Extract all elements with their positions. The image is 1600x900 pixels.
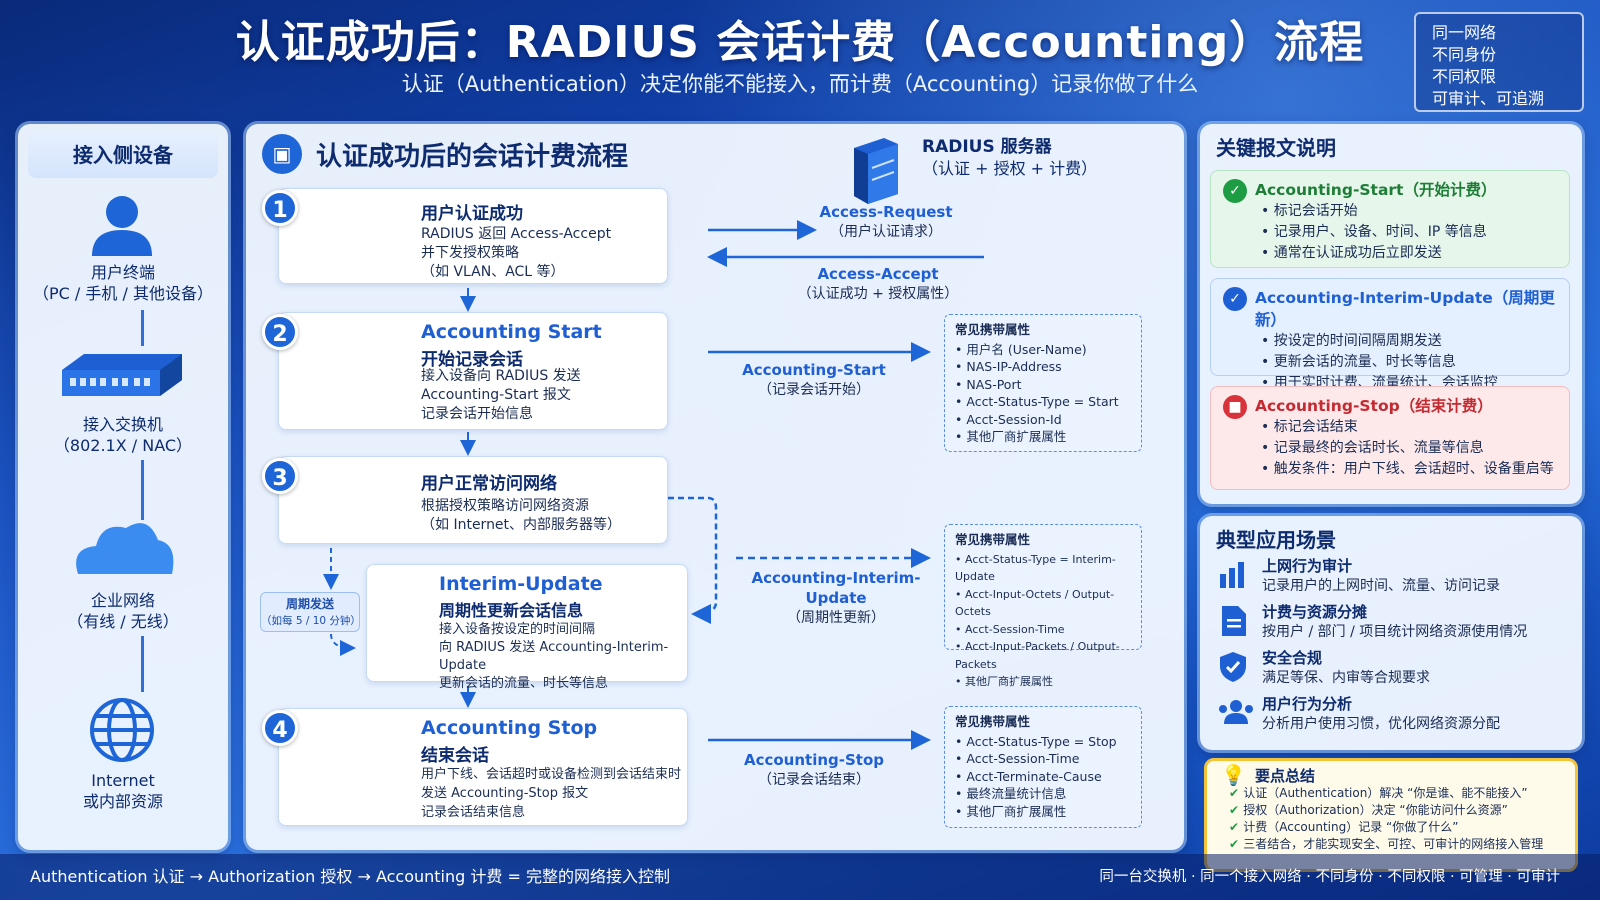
connector-line	[141, 636, 144, 692]
document-icon	[1222, 606, 1246, 636]
message-accounting-stop: Accounting-Stop （记录会话结束）	[743, 751, 885, 788]
check-circle-icon: ✓	[1223, 179, 1247, 203]
tag-line: 不同权限	[1432, 67, 1497, 86]
step-number: 1	[262, 190, 298, 226]
server-icon	[854, 138, 898, 204]
tag-line: 可审计、可追溯	[1432, 89, 1545, 108]
key-packet-start: ✓ Accounting-Start（开始计费） 标记会话开始 记录用户、设备、…	[1210, 170, 1570, 268]
message-accounting-start: Accounting-Start （记录会话开始）	[742, 361, 886, 398]
attr-box-stop: 常见携带属性 Acct-Status-Type = Stop Acct-Sess…	[944, 706, 1142, 828]
switch-icon	[62, 354, 182, 396]
tag-line: 同一网络	[1432, 23, 1497, 42]
globe-icon	[90, 698, 154, 762]
access-devices-panel: 接入侧设备 用户终端 （	[18, 124, 228, 850]
tag-line: 不同身份	[1432, 45, 1497, 64]
radius-server-label: RADIUS 服务器 （认证 + 授权 + 计费）	[922, 137, 1098, 178]
cloud-icon	[76, 523, 174, 574]
device-user-terminal: 用户终端 （PC / 手机 / 其他设备）	[33, 263, 213, 303]
step-2-card: Accounting Start 开始记录会话 接入设备向 RADIUS 发送 …	[278, 312, 668, 430]
user-icon	[92, 196, 152, 256]
step-1-card: 用户认证成功 RADIUS 返回 Access-Accept 并下发授权策略 （…	[278, 188, 668, 284]
users-icon	[1219, 700, 1253, 724]
step-3-card: 用户正常访问网络 根据授权策略访问网络资源 （如 Internet、内部服务器等…	[278, 456, 668, 544]
device-internet: Internet 或内部资源	[82, 771, 163, 811]
footer-right: 同一台交换机 · 同一个接入网络 · 不同身份 · 不同权限 · 可管理 · 可…	[1099, 869, 1560, 885]
interim-update-card: Interim-Update 周期性更新会话信息 接入设备按设定的时间间隔 向 …	[366, 564, 688, 691]
key-packet-stop: ■ Accounting-Stop（结束计费） 标记会话结束 记录最终的会话时长…	[1210, 386, 1570, 490]
shield-icon	[1220, 652, 1246, 682]
key-packet-interim: ✓ Accounting-Interim-Update（周期更新） 按设定的时间…	[1210, 278, 1570, 391]
connector-line	[141, 310, 144, 346]
message-interim-update: Accounting-Interim-Update （周期性更新）	[751, 569, 921, 626]
period-label: 周期发送 （如每 5 / 10 分钟）	[260, 592, 361, 632]
scenario-item: 计费与资源分摊 按用户 / 部门 / 项目统计网络资源使用情况	[1218, 602, 1568, 642]
flow-icon: ▣	[262, 134, 302, 174]
step-4-card: Accounting Stop 结束会话 用户下线、会话超时或设备检测到会话结束…	[278, 708, 688, 826]
device-access-switch: 接入交换机 （802.1X / NAC）	[53, 415, 193, 455]
flow-title: 认证成功后的会话计费流程	[316, 142, 629, 172]
message-access-accept: Access-Accept （认证成功 + 授权属性）	[797, 265, 959, 302]
attr-box-interim: 常见携带属性 Acct-Status-Type = Interim-Update…	[944, 524, 1142, 688]
scenario-item: 上网行为审计 记录用户的上网时间、流量、访问记录	[1218, 556, 1568, 596]
scenarios-panel: 典型应用场景 上网行为审计 记录用户的上网时间、流量、访问记录 计费与资源分摊 …	[1200, 516, 1582, 750]
lightbulb-icon: 💡	[1221, 763, 1246, 787]
page-title: 认证成功后：RADIUS 会话计费（Accounting）流程	[235, 17, 1365, 68]
footer-left: Authentication 认证 → Authorization 授权 → A…	[30, 867, 670, 886]
key-packets-panel: 关键报文说明 ✓ Accounting-Start（开始计费） 标记会话开始 记…	[1200, 124, 1582, 504]
dashed-arrow	[668, 496, 718, 624]
dashed-arrow	[330, 633, 356, 656]
device-icons	[62, 196, 182, 762]
flow-panel: ▣ 认证成功后的会话计费流程	[246, 124, 1184, 850]
stop-icon: ■	[1223, 395, 1247, 419]
check-circle-icon: ✓	[1223, 287, 1247, 311]
step-number: 2	[262, 314, 298, 350]
step-number: 4	[262, 710, 298, 746]
panel-title: 接入侧设备	[28, 132, 218, 178]
page-subtitle: 认证（Authentication）决定你能不能接入，而计费（Accountin…	[401, 72, 1199, 96]
panel-title: 典型应用场景	[1216, 528, 1336, 552]
step-number: 3	[262, 458, 298, 494]
footer-bar: Authentication 认证 → Authorization 授权 → A…	[0, 854, 1600, 900]
scenario-item: 用户行为分析 分析用户使用习惯，优化网络资源分配	[1218, 694, 1568, 734]
bar-chart-icon	[1220, 562, 1244, 588]
device-enterprise-network: 企业网络 （有线 / 无线）	[67, 591, 179, 631]
connector-line	[141, 460, 144, 520]
panel-title: 关键报文说明	[1216, 136, 1336, 160]
scenario-item: 安全合规 满足等保、内审等合规要求	[1218, 648, 1568, 688]
message-access-request: Access-Request （用户认证请求）	[819, 203, 953, 240]
tag-box: 同一网络 不同身份 不同权限 可审计、可追溯	[1414, 12, 1584, 112]
attr-box-start: 常见携带属性 用户名 (User-Name) NAS-IP-Address NA…	[944, 314, 1142, 452]
